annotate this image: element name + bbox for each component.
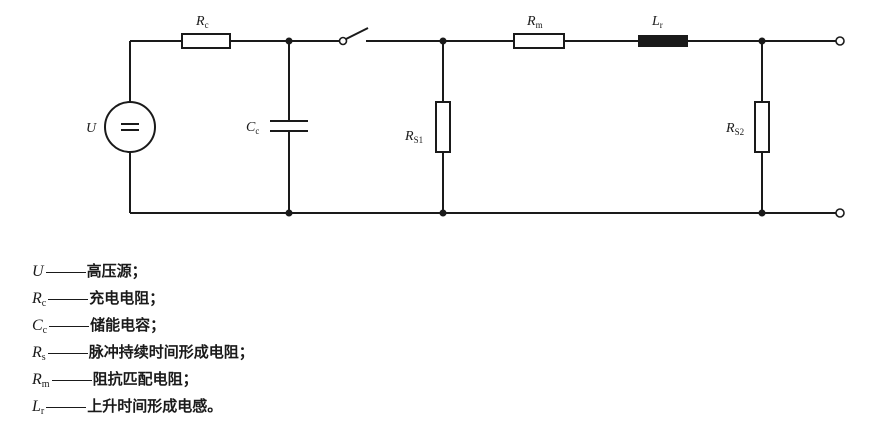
resistor-rm <box>513 33 565 49</box>
legend-description: 高压源； <box>86 262 147 280</box>
label-Rs1: RS1 <box>404 129 423 145</box>
output-terminal-top <box>835 36 845 46</box>
legend-description: 储能电容； <box>90 316 166 334</box>
legend-subscript: m <box>41 379 50 390</box>
legend-description: 充电电阻； <box>89 289 165 307</box>
junction-dot <box>439 37 447 45</box>
resistor-rc <box>181 33 231 49</box>
legend-symbol: C <box>32 317 43 334</box>
legend-description: 上升时间形成电感。 <box>87 397 223 415</box>
legend-subscript: r <box>40 406 45 417</box>
legend-item-Rm: Rm 阻抗匹配电阻； <box>32 366 532 393</box>
legend-dash <box>45 271 86 273</box>
resistor-rs1 <box>435 101 451 153</box>
legend-subscript: s <box>41 352 46 363</box>
legend-description: 脉冲持续时间形成电阻； <box>88 343 254 361</box>
legend-symbol: L <box>32 398 41 415</box>
inductor-lr <box>638 35 688 47</box>
legend-dash <box>46 406 87 408</box>
label-U: U <box>86 121 97 136</box>
legend-item-Cc: Cc 储能电容； <box>32 312 532 339</box>
legend-item-U: U 高压源； <box>32 258 532 285</box>
legend-dash <box>51 379 92 381</box>
legend-symbol: R <box>32 344 42 361</box>
legend-description: 阻抗匹配电阻； <box>92 370 198 388</box>
voltage-source <box>104 101 156 153</box>
capacitor-cc <box>270 120 308 132</box>
legend-dash <box>48 298 89 300</box>
legend-dash <box>47 352 88 354</box>
junction-dot <box>758 37 766 45</box>
legend-item-Rc: Rc 充电电阻； <box>32 285 532 312</box>
legend-symbol: U <box>32 263 44 280</box>
junction-dot <box>439 209 447 217</box>
legend-dash <box>49 325 90 327</box>
resistor-rs2 <box>754 101 770 153</box>
circuit-diagram: U Rc Cc RS1 Rm Lr RS2 <box>86 14 845 218</box>
junction-dot <box>758 209 766 217</box>
legend-subscript: c <box>41 298 47 309</box>
legend-symbol: R <box>32 371 42 388</box>
junction-dot <box>285 209 293 217</box>
legend-item-Lr: Lr 上升时间形成电感。 <box>32 393 532 420</box>
symbol-legend: U 高压源； Rc 充电电阻； Cc 储能电容； Rs 脉冲持续时间形成电阻； Rm 阻抗… <box>32 258 532 420</box>
legend-item-Rs: Rs 脉冲持续时间形成电阻； <box>32 339 532 366</box>
switch <box>338 27 369 46</box>
output-terminal-bottom <box>835 208 845 218</box>
label-Cc: Cc <box>246 120 259 136</box>
label-Lr: Lr <box>651 14 663 30</box>
junction-dot <box>285 37 293 45</box>
label-Rs2: RS2 <box>725 121 744 137</box>
legend-subscript: c <box>42 325 48 336</box>
label-Rc: Rc <box>195 14 209 30</box>
legend-symbol: R <box>32 290 42 307</box>
label-Rm: Rm <box>526 14 543 30</box>
